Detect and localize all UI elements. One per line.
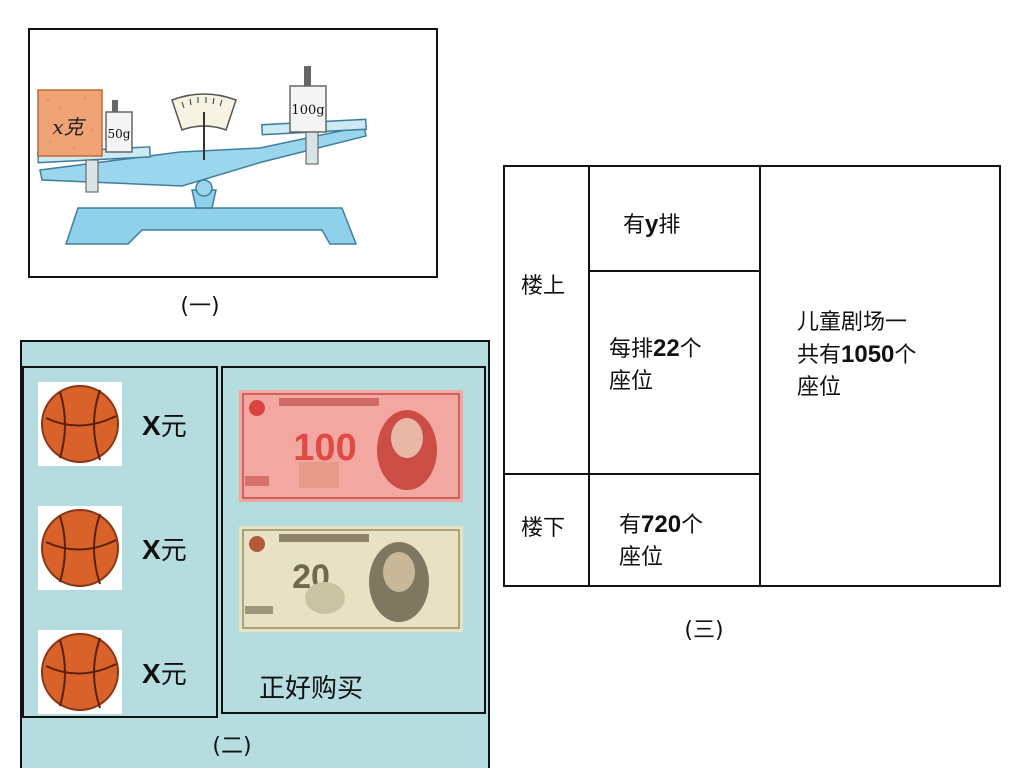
basketball-icon (38, 382, 122, 466)
unknown-weight-label: x克 (52, 115, 86, 139)
panel2-caption: (二) (212, 734, 252, 759)
balance-scale-panel: x克 50g 100g (28, 28, 438, 278)
weight-50g-label: 50g (108, 127, 131, 141)
weight-100g (289, 85, 327, 133)
weight-100g-label: 100g (291, 103, 324, 118)
money-box: 100 20 正好购买 (221, 366, 486, 714)
basketball-icon (38, 630, 122, 714)
balance-scale-illustration: x克 50g 100g (37, 66, 367, 245)
seats-per-row-cell: 每排22个 座位 (609, 335, 702, 394)
scale-base (64, 207, 358, 245)
panel3-caption: (三) (684, 618, 724, 643)
banknote-20-yuan: 20 (239, 526, 463, 632)
upstairs-label: 楼上 (521, 274, 566, 299)
basketball-price: X元 (142, 658, 187, 690)
downstairs-seats-cell: 有720个 座位 (619, 511, 704, 570)
weight-50g (105, 111, 133, 153)
panel1-caption: (一) (180, 294, 220, 319)
buy-exactly-label: 正好购买 (259, 674, 364, 704)
upstairs-rows-cell: 有y排 (623, 211, 681, 238)
right-pan-post (305, 131, 319, 165)
basketball-icon (38, 506, 122, 590)
shopping-panel: X元 X元 X元 (20, 340, 490, 768)
basketball-list: X元 X元 X元 (22, 366, 218, 718)
scale-pivot (195, 179, 213, 197)
basketball-price: X元 (142, 410, 187, 442)
theater-seating-table: 楼上 有y排 每排22个 座位 楼下 有720个 座位 儿童剧场一 共有1050… (503, 165, 1001, 587)
basketball-price: X元 (142, 534, 187, 566)
left-pan-post (85, 159, 99, 193)
downstairs-label: 楼下 (521, 516, 566, 541)
banknote-100-yuan: 100 (239, 390, 463, 502)
total-seats-cell: 儿童剧场一 共有1050个 座位 (797, 310, 917, 400)
